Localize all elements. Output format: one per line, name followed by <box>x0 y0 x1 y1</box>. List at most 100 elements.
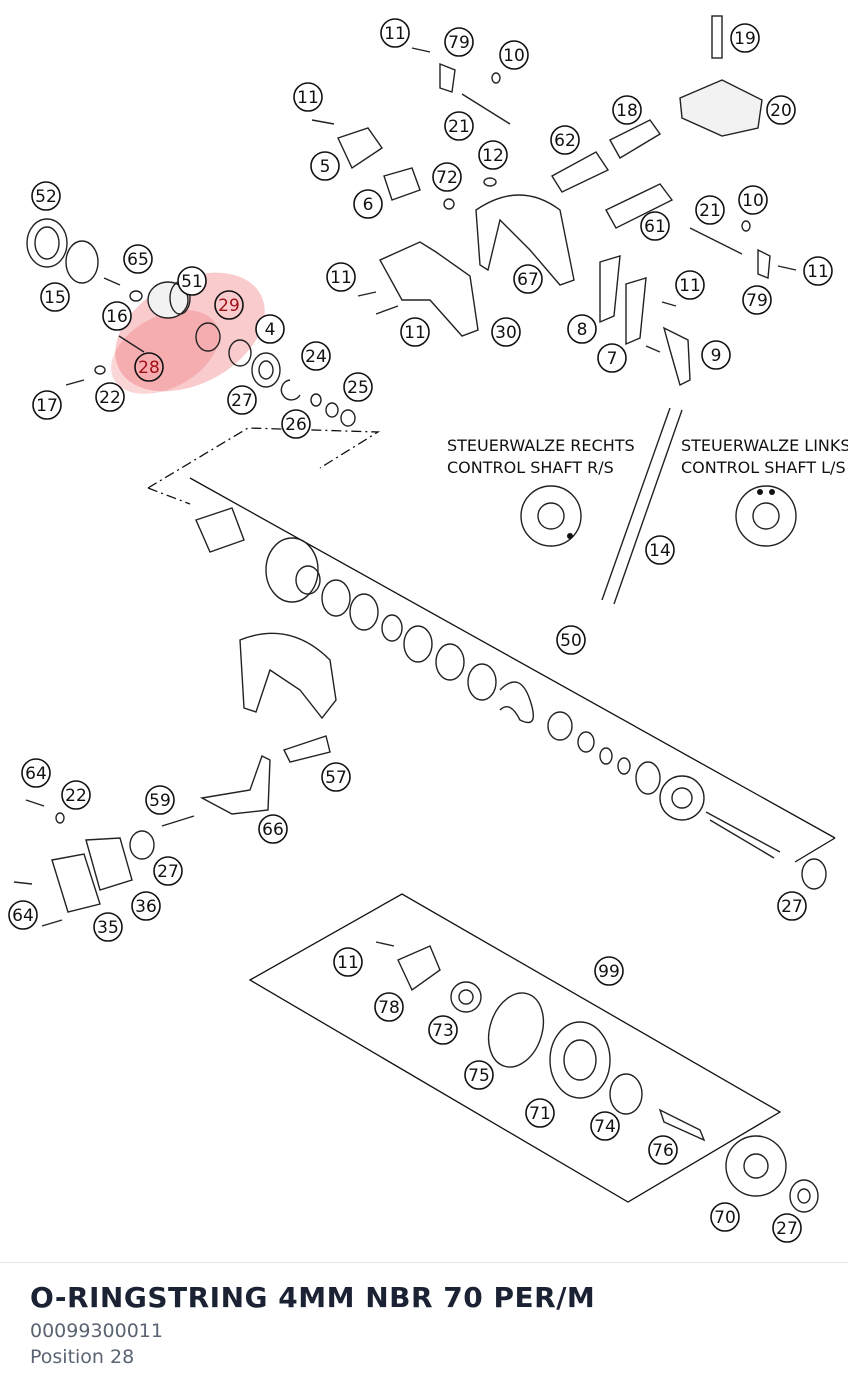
callout-67[interactable]: 67 <box>513 264 543 294</box>
callout-number: 59 <box>149 791 171 811</box>
callout-76[interactable]: 76 <box>648 1135 678 1165</box>
callout-circle <box>153 856 183 886</box>
callout-62[interactable]: 62 <box>550 125 580 155</box>
callout-71[interactable]: 71 <box>525 1098 555 1128</box>
callout-16[interactable]: 16 <box>102 301 132 331</box>
callout-61[interactable]: 61 <box>640 211 670 241</box>
callout-number: 10 <box>742 191 764 211</box>
callout-27[interactable]: 27 <box>227 385 257 415</box>
callout-number: 66 <box>262 820 284 840</box>
callout-79[interactable]: 79 <box>444 27 474 57</box>
callout-circle <box>428 1015 458 1045</box>
callout-number: 26 <box>285 415 307 435</box>
callout-number: 12 <box>482 146 504 166</box>
callout-circle <box>464 1060 494 1090</box>
callout-27[interactable]: 27 <box>772 1213 802 1243</box>
callout-number: 75 <box>468 1066 490 1086</box>
callout-number: 27 <box>776 1219 798 1239</box>
callout-10[interactable]: 10 <box>499 40 529 70</box>
callout-99[interactable]: 99 <box>594 956 624 986</box>
callout-circle <box>134 352 164 382</box>
callout-15[interactable]: 15 <box>40 282 70 312</box>
callout-circle <box>444 111 474 141</box>
callout-27[interactable]: 27 <box>777 891 807 921</box>
callout-73[interactable]: 73 <box>428 1015 458 1045</box>
callout-11[interactable]: 11 <box>400 317 430 347</box>
callout-29[interactable]: 29 <box>214 290 244 320</box>
control-shaft-left-label-de: STEUERWALZE LINKS <box>681 436 848 455</box>
callout-circle <box>93 912 123 942</box>
callout-circle <box>293 82 323 112</box>
callout-64[interactable]: 64 <box>8 900 38 930</box>
callout-circle <box>525 1098 555 1128</box>
callout-circle <box>491 317 521 347</box>
callout-59[interactable]: 59 <box>145 785 175 815</box>
callout-22[interactable]: 22 <box>61 780 91 810</box>
callout-20[interactable]: 20 <box>766 95 796 125</box>
callout-17[interactable]: 17 <box>32 390 62 420</box>
callout-number: 35 <box>97 918 119 938</box>
callout-72[interactable]: 72 <box>432 162 462 192</box>
callout-18[interactable]: 18 <box>612 95 642 125</box>
parts-line-art <box>13 15 836 1213</box>
callout-circle <box>343 372 373 402</box>
callout-78[interactable]: 78 <box>374 992 404 1022</box>
callout-35[interactable]: 35 <box>93 912 123 942</box>
callout-number: 20 <box>770 101 792 121</box>
callout-number: 27 <box>157 862 179 882</box>
callout-7[interactable]: 7 <box>597 343 627 373</box>
callout-circle <box>145 785 175 815</box>
callout-51[interactable]: 51 <box>177 266 207 296</box>
part-info-panel: O-RINGSTRING 4MM NBR 70 PER/M 0009930001… <box>0 1262 848 1390</box>
callout-50[interactable]: 50 <box>556 625 586 655</box>
callout-circle <box>478 140 508 170</box>
callout-number: 17 <box>36 396 58 416</box>
callout-number: 57 <box>325 768 347 788</box>
callout-70[interactable]: 70 <box>710 1202 740 1232</box>
callout-64[interactable]: 64 <box>21 758 51 788</box>
callout-11[interactable]: 11 <box>333 947 363 977</box>
callout-6[interactable]: 6 <box>353 189 383 219</box>
callout-74[interactable]: 74 <box>590 1111 620 1141</box>
callout-66[interactable]: 66 <box>258 814 288 844</box>
callout-circle <box>321 762 351 792</box>
callout-52[interactable]: 52 <box>31 181 61 211</box>
callout-circle <box>227 385 257 415</box>
callout-5[interactable]: 5 <box>310 151 340 181</box>
callout-26[interactable]: 26 <box>281 409 311 439</box>
callout-21[interactable]: 21 <box>695 195 725 225</box>
callout-12[interactable]: 12 <box>478 140 508 170</box>
callout-11[interactable]: 11 <box>803 256 833 286</box>
callout-number: 64 <box>12 906 34 926</box>
callout-24[interactable]: 24 <box>301 341 331 371</box>
callout-circle <box>326 262 356 292</box>
callout-25[interactable]: 25 <box>343 372 373 402</box>
callout-79[interactable]: 79 <box>742 285 772 315</box>
callout-57[interactable]: 57 <box>321 762 351 792</box>
callout-27[interactable]: 27 <box>153 856 183 886</box>
callout-9[interactable]: 9 <box>701 340 731 370</box>
callout-36[interactable]: 36 <box>131 891 161 921</box>
callout-75[interactable]: 75 <box>464 1060 494 1090</box>
callout-11[interactable]: 11 <box>380 18 410 48</box>
control-shaft-right-label-en: CONTROL SHAFT R/S <box>447 458 614 477</box>
callout-11[interactable]: 11 <box>675 270 705 300</box>
callout-number: 52 <box>35 187 57 207</box>
callout-number: 73 <box>432 1021 454 1041</box>
callout-8[interactable]: 8 <box>567 314 597 344</box>
callout-21[interactable]: 21 <box>444 111 474 141</box>
callout-number: 19 <box>734 29 756 49</box>
callout-14[interactable]: 14 <box>645 535 675 565</box>
callout-19[interactable]: 19 <box>730 23 760 53</box>
callout-circle <box>61 780 91 810</box>
callout-65[interactable]: 65 <box>123 244 153 274</box>
callout-4[interactable]: 4 <box>255 314 285 344</box>
callout-30[interactable]: 30 <box>491 317 521 347</box>
callout-11[interactable]: 11 <box>293 82 323 112</box>
callout-22[interactable]: 22 <box>95 382 125 412</box>
callout-11[interactable]: 11 <box>326 262 356 292</box>
callout-number: 36 <box>135 897 157 917</box>
callout-10[interactable]: 10 <box>738 185 768 215</box>
callout-number: 65 <box>127 250 149 270</box>
callout-28[interactable]: 28 <box>134 352 164 382</box>
